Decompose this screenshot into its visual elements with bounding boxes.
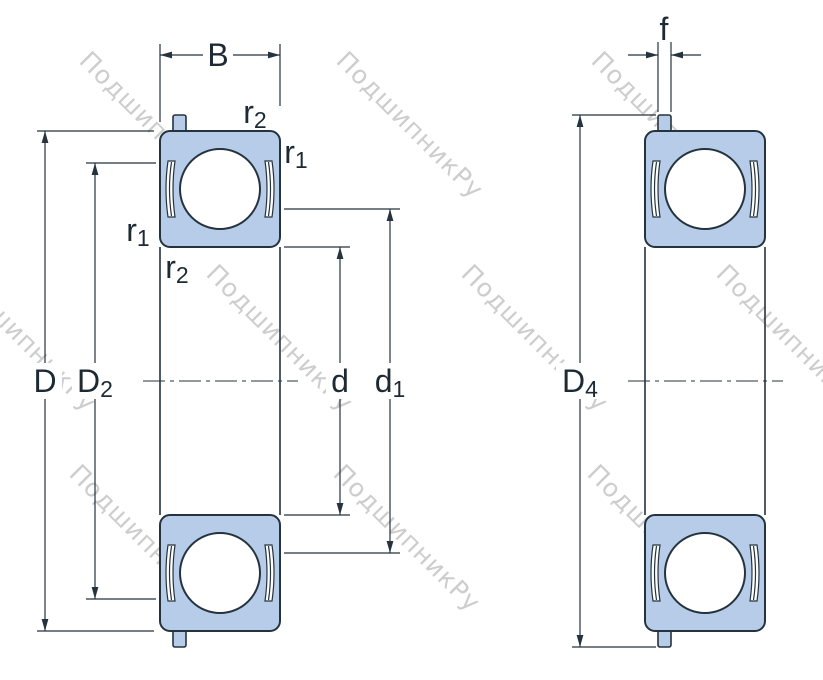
arrowhead	[160, 51, 172, 59]
dimension-d1: d1	[284, 208, 410, 554]
dimension-d: d	[284, 246, 354, 516]
dimension-D2: D2	[72, 162, 156, 600]
dimension-D: D	[28, 130, 154, 632]
right-bearing-view: f D4	[556, 11, 783, 647]
arrowhead	[336, 503, 344, 515]
left-bearing-view: B r2 r1 r1 r2 D D2	[28, 37, 410, 647]
label-background	[370, 363, 410, 399]
arrowhead	[671, 51, 683, 59]
label-background	[203, 40, 233, 70]
dim-label-f: f	[660, 11, 669, 47]
label-background	[556, 363, 604, 399]
dim-label-r1-side: r1	[126, 212, 149, 251]
dim-label-d1: d1	[375, 363, 406, 402]
arrowhead	[386, 541, 394, 553]
label-background	[28, 363, 62, 399]
dimension-B: B	[159, 37, 281, 122]
label-background	[326, 363, 354, 399]
watermark-text: ПодшипникРу	[331, 46, 490, 205]
arrowhead	[268, 51, 280, 59]
dim-label-D: D	[33, 363, 56, 399]
dim-label-r2-side: r2	[165, 249, 188, 288]
dimension-f: f	[628, 11, 701, 112]
dim-label-D4: D4	[562, 363, 598, 402]
watermark-text: ПодшипникРу	[711, 259, 823, 418]
arrowhead	[336, 247, 344, 259]
arrowhead	[576, 635, 584, 647]
arrowhead	[576, 115, 584, 127]
arrowhead	[41, 619, 49, 631]
dim-label-r2-top: r2	[243, 94, 266, 133]
watermark-text: ПодшипникРу	[328, 459, 487, 618]
dimension-D4: D4	[556, 114, 656, 648]
dim-label-B: B	[207, 37, 228, 73]
dim-label-r1-top: r1	[284, 134, 307, 173]
label-background	[72, 363, 118, 399]
arrowhead	[646, 51, 658, 59]
arrowhead	[386, 209, 394, 221]
dim-label-d: d	[331, 363, 349, 399]
arrowhead	[91, 163, 99, 175]
arrowhead	[41, 131, 49, 143]
arrowhead	[91, 587, 99, 599]
dim-label-D2: D2	[77, 363, 113, 402]
